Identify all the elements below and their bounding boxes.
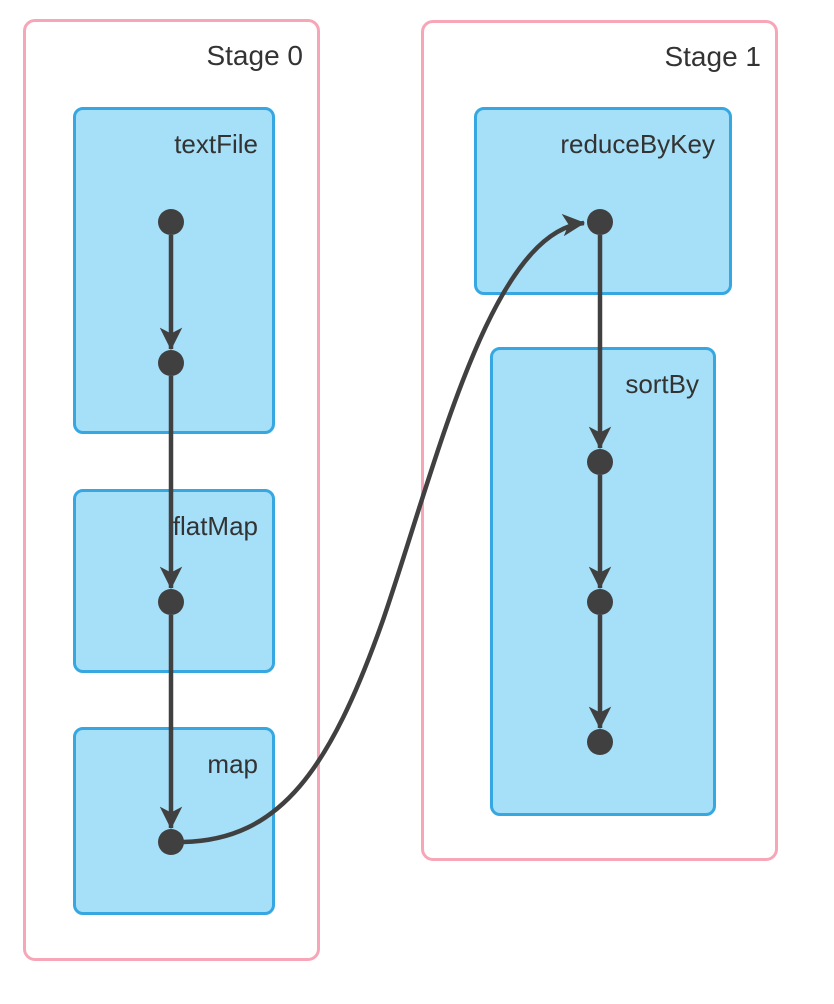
rdd-node-4[interactable] — [587, 209, 613, 235]
rdd-node-6[interactable] — [587, 589, 613, 615]
stage-0-cluster: Stage 0 textFile flatMap map — [23, 19, 320, 961]
op-label-reducebykey: reduceByKey — [560, 129, 715, 159]
stage-0-label: Stage 0 — [206, 40, 303, 71]
rdd-node-1[interactable] — [158, 350, 184, 376]
op-box-textfile: textFile — [73, 107, 275, 434]
rdd-node-5[interactable] — [587, 449, 613, 475]
stage-1-label: Stage 1 — [664, 41, 761, 72]
rdd-node-2[interactable] — [158, 589, 184, 615]
rdd-node-0[interactable] — [158, 209, 184, 235]
rdd-node-7[interactable] — [587, 729, 613, 755]
op-label-flatmap: flatMap — [172, 511, 258, 541]
op-box-map: map — [73, 727, 275, 915]
op-label-sortby: sortBy — [625, 369, 699, 399]
op-label-textfile: textFile — [174, 129, 258, 159]
op-box-reducebykey: reduceByKey — [474, 107, 732, 295]
op-box-flatmap: flatMap — [73, 489, 275, 673]
rdd-node-3[interactable] — [158, 829, 184, 855]
op-label-map: map — [207, 749, 258, 779]
